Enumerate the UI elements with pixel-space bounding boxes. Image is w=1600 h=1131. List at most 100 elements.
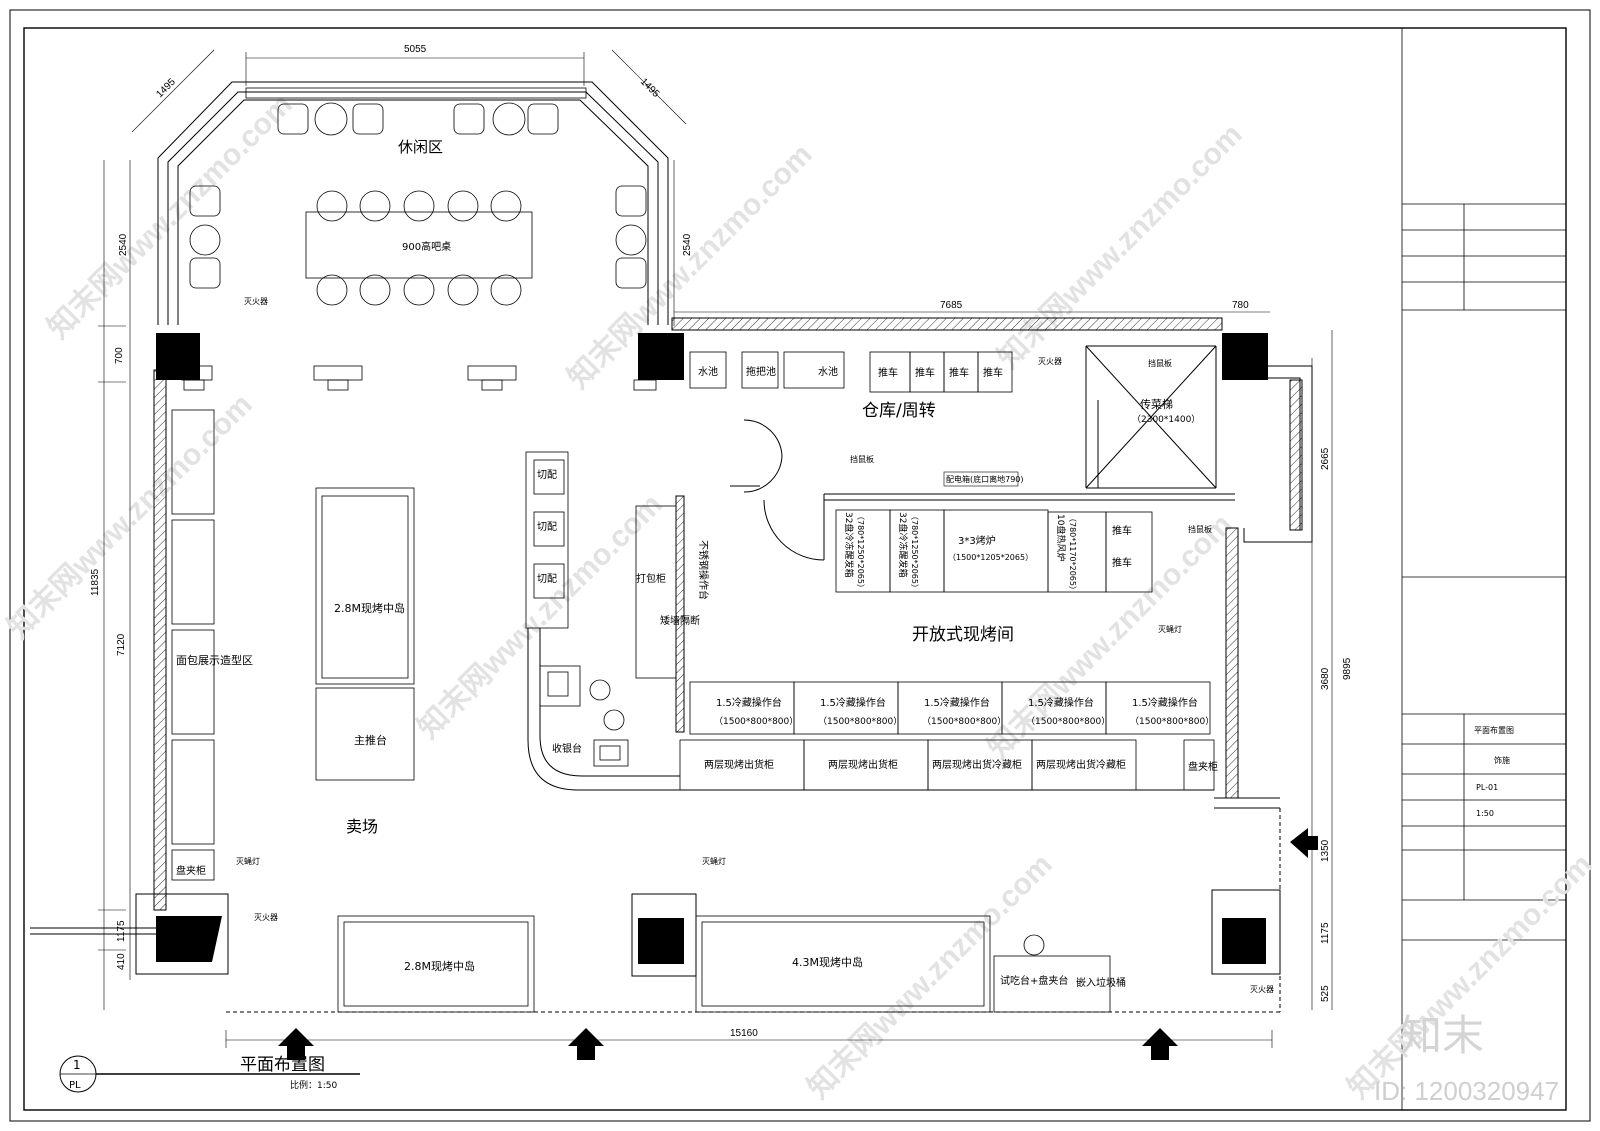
dim-text: 2665 — [1320, 447, 1331, 470]
note-rat-board: 挡鼠板 — [1148, 358, 1172, 368]
label-cart: 推车 — [1112, 556, 1132, 569]
label-cut: 切配 — [537, 521, 557, 533]
title-block — [1401, 28, 1566, 1110]
label-bin: 嵌入垃圾桶 — [1076, 976, 1126, 989]
dim-text: 780 — [1232, 300, 1249, 311]
entry-arrows — [278, 828, 1318, 1060]
column — [156, 333, 200, 380]
label-ferment: 32盘冷冻醒发箱 — [897, 512, 909, 577]
label-sink: 水池 — [698, 365, 718, 378]
label-lift: 传菜梯 — [1140, 398, 1173, 411]
drawing-scale: 比例：1:50 — [290, 1079, 337, 1091]
dim-text: 15160 — [730, 1028, 758, 1039]
column — [1222, 333, 1268, 380]
wall-fixtures — [181, 365, 657, 391]
label-cart: 推车 — [983, 366, 1003, 379]
note-extinguisher: 灭火器 — [1250, 985, 1274, 994]
label-cart: 推车 — [1112, 524, 1132, 537]
label-pack-cabinet: 打包柜 — [636, 572, 666, 585]
label-hot-air-size: （780*1170*2065） — [1068, 514, 1077, 594]
column — [156, 916, 222, 962]
column — [638, 918, 684, 964]
label-fridge-size: （1500*800*800） — [1130, 716, 1214, 727]
label-cart: 推车 — [949, 366, 969, 379]
label-fridge-table: 1.5冷藏操作台 — [820, 696, 886, 709]
dim-text: 525 — [1320, 985, 1331, 1002]
label-fridge-table: 1.5冷藏操作台 — [1132, 696, 1198, 709]
watermark-text: 知末网www.znzmo.com — [992, 118, 1249, 375]
dim-text: 3680 — [1320, 667, 1331, 690]
watermark: 知末网www.znzmo.com 知末网www.znzmo.com 知末网www… — [2, 88, 1599, 1105]
dim-text: 410 — [116, 953, 127, 970]
label-bread-display: 面包展示造型区 — [176, 653, 253, 667]
label-fridge-table: 1.5冷藏操作台 — [1028, 696, 1094, 709]
label-cut: 切配 — [537, 469, 557, 481]
id-watermark: ID: 1200320947 — [1374, 1076, 1559, 1106]
label-cart: 推车 — [915, 366, 935, 379]
label-ferment-size: （780*1250*2065） — [910, 512, 919, 592]
lounge-furniture — [189, 87, 647, 306]
label-island-43: 4.3M现烤中岛 — [792, 955, 863, 969]
label-cashier: 收银台 — [552, 742, 582, 755]
dim-text: 700 — [114, 347, 125, 364]
label-island-28b: 2.8M现烤中岛 — [404, 959, 475, 973]
label-fridge-size: （1500*800*800） — [818, 716, 902, 727]
label-fridge-size: （1500*800*800） — [714, 716, 798, 727]
drawing-index-marker — [59, 1055, 360, 1093]
label-steel-table: 不锈钢操作台 — [697, 540, 710, 600]
outer-frame — [9, 9, 1591, 1122]
walls — [30, 81, 1313, 1013]
note-extinguisher: 灭火器 — [244, 297, 268, 306]
brand-watermark: 知末 — [1400, 1011, 1484, 1060]
label-lift-size: （2300*1400） — [1132, 414, 1200, 425]
label-cart: 推车 — [878, 366, 898, 379]
label-mop-sink: 拖把池 — [746, 365, 776, 378]
watermark-text: 知末网www.znzmo.com — [1342, 848, 1599, 1105]
bar-table-label: 900高吧桌 — [402, 240, 451, 253]
label-fridge-table: 1.5冷藏操作台 — [716, 696, 782, 709]
columns — [156, 333, 1268, 964]
label-sink: 水池 — [818, 365, 838, 378]
label-oven: 3*3烤炉 — [958, 534, 996, 547]
title-block-row: PL-01 — [1476, 783, 1498, 792]
column — [638, 333, 684, 380]
dim-text: 1495 — [154, 76, 178, 100]
dim-text: 1175 — [1320, 922, 1331, 944]
dim-text: 9895 — [1342, 657, 1353, 680]
note-extinguisher: 灭火器 — [1038, 357, 1062, 366]
label-tray-cabinet: 盘夹柜 — [176, 864, 206, 877]
label-cut: 切配 — [537, 573, 557, 585]
dimension-lines — [98, 49, 1333, 1048]
drawing-title: 平面布置图 — [240, 1055, 325, 1075]
column — [1222, 918, 1266, 964]
room-label-sales: 卖场 — [346, 817, 378, 836]
note-rat-board: 挡鼠板 — [850, 454, 874, 464]
label-tray-cabinet: 盘夹柜 — [1188, 760, 1218, 773]
dim-text: 5055 — [404, 44, 427, 55]
label-fridge-size: （1500*800*800） — [922, 716, 1006, 727]
label-fridge-table: 1.5冷藏操作台 — [924, 696, 990, 709]
room-label-lounge: 休闲区 — [398, 138, 443, 156]
bar-table — [305, 211, 533, 279]
note-rat-board: 挡鼠板 — [1188, 524, 1212, 534]
dim-text: 2540 — [682, 233, 693, 256]
watermark-text: 知末网www.znzmo.com — [42, 88, 299, 345]
label-ferment: 32盘冷冻醒发箱 — [843, 512, 855, 577]
sales-furniture — [171, 351, 1215, 1013]
dim-text: 2540 — [118, 233, 129, 256]
title-block-row: 饰施 — [1494, 755, 1510, 765]
label-ferment-size: （780*1250*2065） — [856, 512, 865, 592]
dim-text: 1175 — [116, 920, 127, 942]
label-out-cabinet: 两层现烤出货柜 — [828, 758, 898, 771]
note-flytrap: 灭蝇灯 — [1158, 624, 1182, 634]
label-fridge-size: （1500*800*800） — [1026, 716, 1110, 727]
label-main-display: 主推台 — [354, 733, 387, 747]
note-flytrap: 灭蝇灯 — [702, 856, 726, 866]
index-number: 1 — [73, 1058, 81, 1072]
dim-text: 1350 — [1320, 839, 1331, 862]
note-extinguisher: 灭火器 — [254, 913, 278, 922]
label-out-cabinet: 两层现烤出货柜 — [704, 758, 774, 771]
label-out-cabinet: 两层现烤出货冷藏柜 — [932, 758, 1022, 771]
inner-frame — [23, 27, 1567, 1111]
